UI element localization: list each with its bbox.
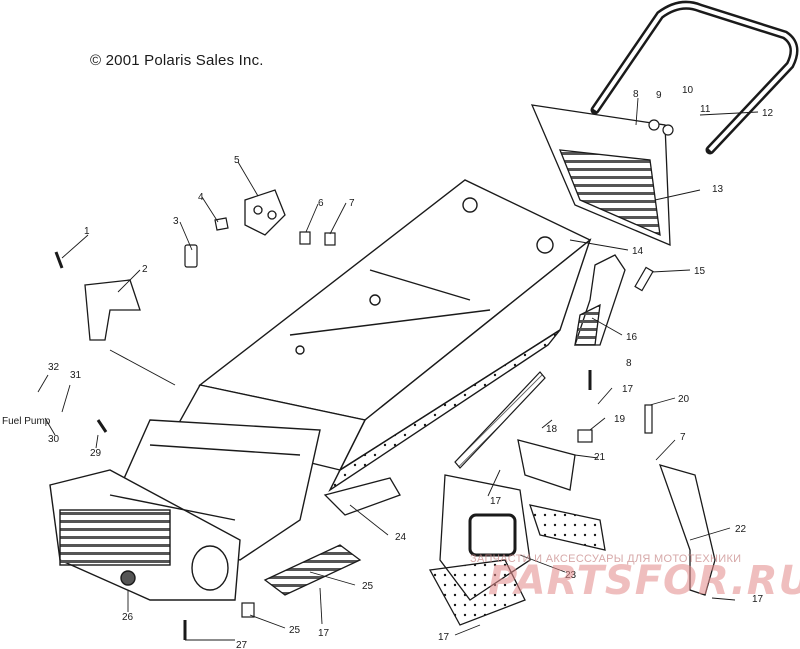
panel-23 xyxy=(428,474,531,626)
chassis-tunnel xyxy=(173,179,592,493)
callout-29: 29 xyxy=(90,448,102,459)
callout-18: 18 xyxy=(546,424,558,435)
fuel-pump-label: Fuel Pump xyxy=(2,416,51,427)
callout-19: 19 xyxy=(614,414,626,425)
callout-3: 3 xyxy=(173,216,179,227)
front-bulkhead xyxy=(49,419,321,601)
callout-14: 14 xyxy=(632,246,644,257)
callout-22: 22 xyxy=(735,524,747,535)
callout-17a: 17 xyxy=(622,384,634,395)
callout-20: 20 xyxy=(678,394,690,405)
callout-11: 11 xyxy=(700,104,711,115)
callout-12: 12 xyxy=(762,108,774,119)
callout-7: 7 xyxy=(349,198,355,209)
callout-26: 26 xyxy=(122,612,134,623)
rail-22 xyxy=(658,464,716,596)
callout-7b: 7 xyxy=(680,432,686,443)
callout-31: 31 xyxy=(70,370,82,381)
watermark-subtitle: ЗАПЧАСТИ И АКСЕССУАРЫ ДЛЯ МОТОТЕХНИКИ xyxy=(470,553,742,565)
callout-21: 21 xyxy=(594,452,606,463)
watermark-logo: PARTSFOR.RU xyxy=(488,558,800,604)
callout-5: 5 xyxy=(234,155,240,166)
callout-17c: 17 xyxy=(318,628,330,639)
callout-25b: 25 xyxy=(289,625,301,636)
callout-27: 27 xyxy=(236,640,248,649)
callout-32: 32 xyxy=(48,362,60,373)
callout-4: 4 xyxy=(198,192,204,203)
callout-6: 6 xyxy=(318,198,324,209)
callout-17b: 17 xyxy=(490,496,502,507)
callout-1: 1 xyxy=(84,226,90,237)
callout-23: 23 xyxy=(565,570,577,581)
rear-flap xyxy=(530,104,671,246)
callout-24: 24 xyxy=(395,532,407,543)
callout-8: 8 xyxy=(633,89,639,100)
callout-25a: 25 xyxy=(362,581,374,592)
side-rail xyxy=(454,371,546,469)
mount-plate-5 xyxy=(244,189,286,236)
side-bracket-21 xyxy=(517,439,606,551)
callout-17e: 17 xyxy=(752,594,764,605)
rear-bracket xyxy=(574,254,626,346)
mount-bracket-2 xyxy=(84,279,141,341)
callout-15: 15 xyxy=(694,266,706,277)
callout-10: 10 xyxy=(682,85,694,96)
fasteners xyxy=(54,119,674,640)
callout-8b: 8 xyxy=(626,358,632,369)
running-board xyxy=(323,477,401,516)
copyright-notice: © 2001 Polaris Sales Inc. xyxy=(90,52,264,69)
leader-lines xyxy=(37,97,759,641)
callout-2: 2 xyxy=(142,264,148,275)
callout-9: 9 xyxy=(656,90,662,101)
callout-30: 30 xyxy=(48,434,60,445)
callout-17d: 17 xyxy=(438,632,450,643)
footrest-plate xyxy=(263,544,362,596)
rear-bumper-inner xyxy=(593,3,796,152)
callout-13: 13 xyxy=(712,184,724,195)
callout-16: 16 xyxy=(626,332,638,343)
callout-labels: 1 2 3 4 5 6 7 8 9 10 11 12 13 14 15 16 8… xyxy=(2,85,774,649)
